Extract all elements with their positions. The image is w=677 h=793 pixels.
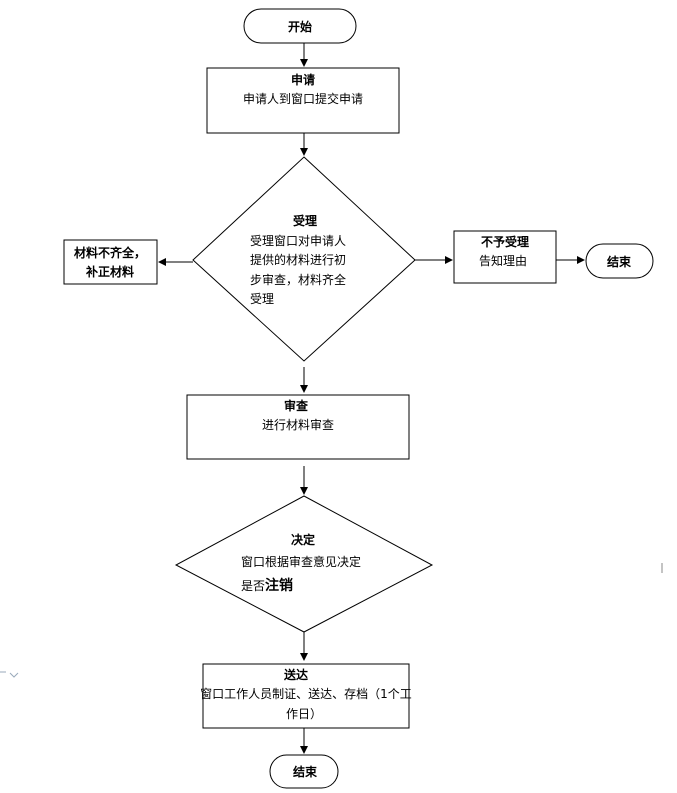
apply-title: 申请 [291, 72, 315, 87]
reject-text: 告知理由 [479, 254, 527, 268]
incomplete-line-2: 补正材料 [85, 264, 134, 279]
deliver-line-1: 窗口工作人员制证、送达、存档（1个工 [200, 686, 412, 701]
decision-line-2-prefix: 是否 [241, 579, 265, 593]
end-right-node: 结束 [585, 243, 654, 279]
accept-line-3: 步审查，材料齐全 [250, 272, 346, 287]
decision-line-2-emph: 注销 [265, 577, 293, 594]
end-right-label: 结束 [607, 254, 632, 269]
decision-line-2: 是否注销 [241, 577, 293, 594]
decision-node: 决定 窗口根据审查意见决定 是否注销 [174, 495, 434, 633]
end-bottom-node: 结束 [269, 754, 339, 789]
end-bottom-label: 结束 [293, 764, 318, 779]
accept-line-1: 受理窗口对申请人 [250, 234, 346, 248]
accept-node: 受理 受理窗口对申请人 提供的材料进行初 步审查，材料齐全 受理 [192, 156, 416, 362]
review-text: 进行材料审查 [262, 417, 334, 432]
accept-line-2: 提供的材料进行初 [250, 252, 346, 267]
review-node: 审查 进行材料审查 [186, 394, 410, 460]
apply-text: 申请人到窗口提交申请 [243, 91, 363, 106]
accept-title: 受理 [293, 213, 317, 228]
decision-line-1: 窗口根据审查意见决定 [241, 554, 361, 569]
incomplete-node: 材料不齐全， 补正材料 [63, 239, 158, 285]
anchor-icon [0, 671, 19, 678]
reject-node: 不予受理 告知理由 [453, 230, 557, 284]
start-node: 开始 [243, 8, 357, 44]
decision-title: 决定 [291, 532, 315, 547]
incomplete-line-1: 材料不齐全， [73, 245, 146, 260]
apply-node: 申请 申请人到窗口提交申请 [206, 67, 400, 134]
deliver-title: 送达 [283, 667, 308, 682]
deliver-node: 送达 窗口工作人员制证、送达、存档（1个工 作日） [200, 663, 412, 729]
reject-title: 不予受理 [481, 234, 529, 249]
accept-line-4: 受理 [250, 292, 274, 306]
deliver-line-2: 作日） [286, 707, 322, 721]
review-title: 审查 [284, 398, 309, 413]
start-label: 开始 [288, 19, 312, 34]
